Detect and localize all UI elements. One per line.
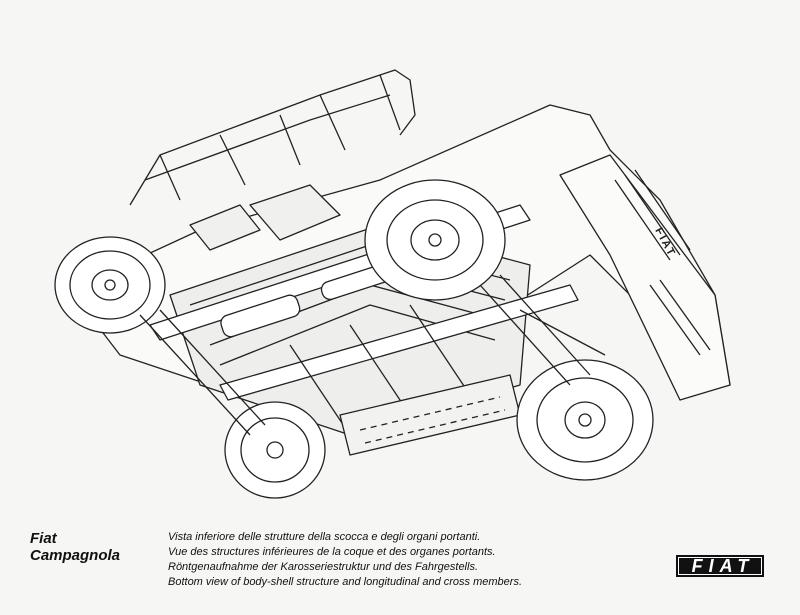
- caption-line-english: Bottom view of body-shell structure and …: [168, 576, 523, 588]
- caption-title-line1: Fiat: [30, 530, 57, 547]
- vehicle-underside-illustration: FIAT: [54, 69, 731, 499]
- front-right-wheel: [516, 359, 654, 481]
- rear-right-wheel: [224, 401, 326, 499]
- fuel-tank: [220, 294, 301, 338]
- caption-title-line2: Campagnola: [30, 547, 121, 564]
- roll-bar: [129, 69, 416, 206]
- caption-line-italian: Vista inferiore delle strutture della sc…: [168, 531, 481, 543]
- fiat-logo: FIAT: [676, 555, 764, 577]
- spare-wheel: [364, 179, 506, 301]
- logo-text: FIAT: [691, 555, 755, 576]
- rear-left-wheel: [54, 236, 166, 334]
- caption-line-german: Röntgenaufnahme der Karosseriestruktur u…: [168, 561, 479, 573]
- front-grille: [559, 154, 731, 401]
- caption-title: Fiat Campagnola: [30, 530, 120, 564]
- caption-line-french: Vue des structures inférieures de la coq…: [168, 546, 496, 558]
- logo-border: [678, 557, 762, 575]
- suspension-arm: [479, 274, 606, 386]
- seat: [249, 184, 341, 241]
- caption-text: Vista inferiore delle strutture della sc…: [168, 530, 522, 590]
